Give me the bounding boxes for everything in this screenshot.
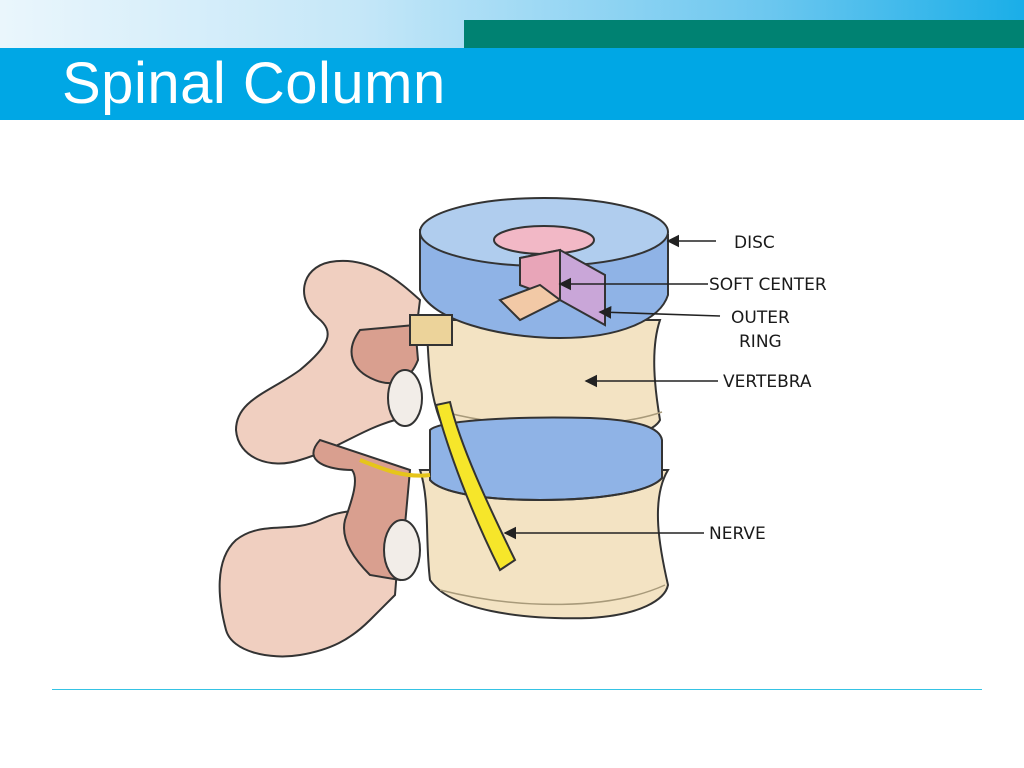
facet-joints	[383, 314, 453, 581]
label-vertebra: VERTEBRA	[723, 372, 812, 392]
label-nerve: NERVE	[709, 524, 766, 544]
leader-lines	[503, 234, 721, 540]
lower-disc	[429, 416, 663, 502]
label-disc: DISC	[734, 233, 775, 253]
slide-title: Spinal Column	[62, 51, 446, 116]
vertebral-body	[418, 319, 670, 620]
nerve	[359, 400, 517, 572]
footer-divider	[52, 689, 982, 690]
posterior-processes	[218, 259, 422, 658]
upper-disc	[419, 197, 669, 340]
label-ring: RING	[739, 332, 782, 352]
header-accent-bar	[464, 20, 1024, 48]
label-outer: OUTER	[731, 308, 790, 328]
title-bar	[0, 48, 1024, 120]
label-soft-center: SOFT CENTER	[709, 275, 827, 295]
